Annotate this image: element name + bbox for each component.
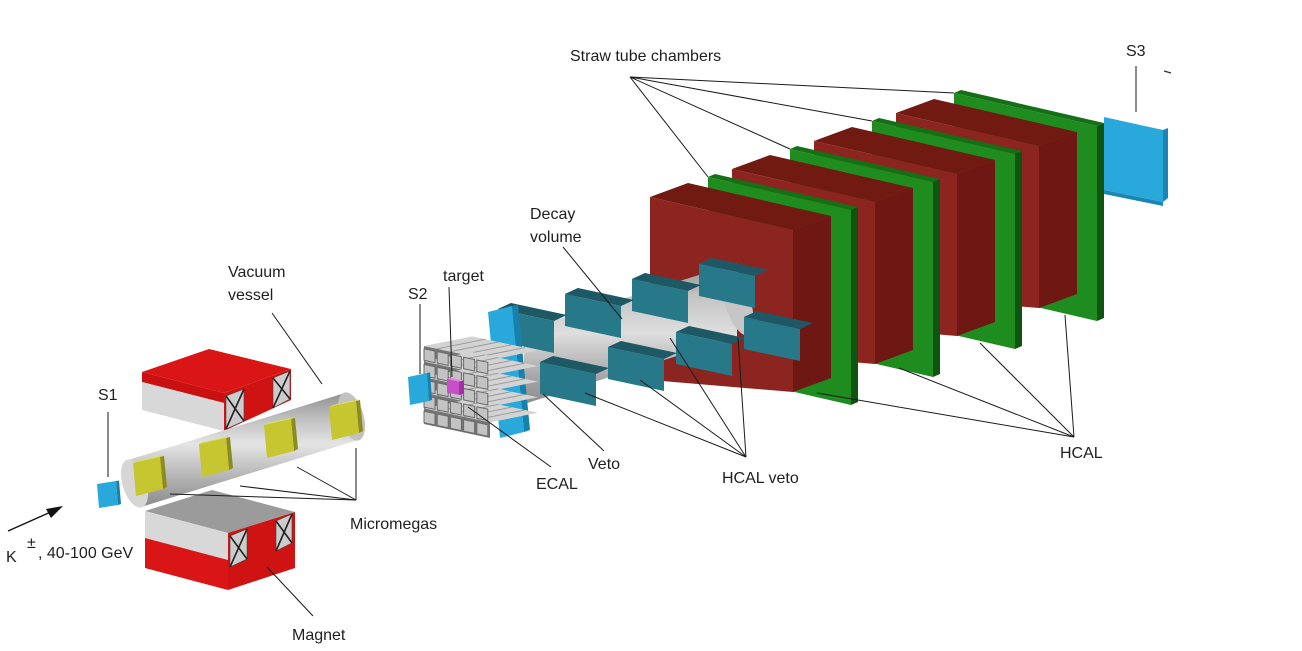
vacuum-vessel-label-line1: Vacuum xyxy=(228,264,286,281)
beam-arrow-icon xyxy=(7,506,63,532)
leader-lines xyxy=(107,66,1137,617)
magnet-bottom-block xyxy=(145,490,295,590)
magnet-label: Magnet xyxy=(292,627,346,644)
target-cube xyxy=(447,378,464,395)
micromegas-label: Micromegas xyxy=(350,516,437,533)
ecal-label: ECAL xyxy=(536,476,578,493)
labels: Straw tube chambers S3 Decay volume targ… xyxy=(6,43,1146,644)
beam-particle: K xyxy=(6,549,17,566)
hcal-leaders xyxy=(816,314,1075,438)
beam-charge: ± xyxy=(27,535,36,552)
ecal-assembly xyxy=(423,335,539,438)
tick-mark xyxy=(1163,70,1172,74)
decay-volume-label-line1: Decay xyxy=(530,206,575,223)
target-label: target xyxy=(443,268,484,285)
s3-label: S3 xyxy=(1126,43,1146,60)
magnet-coil-x-mark xyxy=(229,513,293,568)
hcal-label: HCAL xyxy=(1060,445,1103,462)
vacuum-vessel-label-line2: vessel xyxy=(228,287,273,304)
beam-label: K ± , 40-100 GeV xyxy=(6,535,134,566)
magnet-top-block xyxy=(142,349,291,431)
hcal-veto-label: HCAL veto xyxy=(722,470,799,487)
beam-energy: , 40-100 GeV xyxy=(38,545,134,562)
s3-counter xyxy=(1104,117,1168,206)
veto-label: Veto xyxy=(588,456,620,473)
vacuum-vessel xyxy=(120,392,366,508)
micromegas-leaders xyxy=(169,448,357,501)
s1-label: S1 xyxy=(98,387,118,404)
decay-volume-label-line2: volume xyxy=(530,229,582,246)
s1-counter xyxy=(97,480,121,508)
s2-counter xyxy=(408,372,432,405)
straw-chambers-label: Straw tube chambers xyxy=(570,48,721,65)
magnet-coil-x-mark xyxy=(225,370,291,430)
s2-label: S2 xyxy=(408,286,428,303)
straw-chamber-leaders xyxy=(629,76,955,178)
hcal-veto-leaders xyxy=(584,337,747,458)
